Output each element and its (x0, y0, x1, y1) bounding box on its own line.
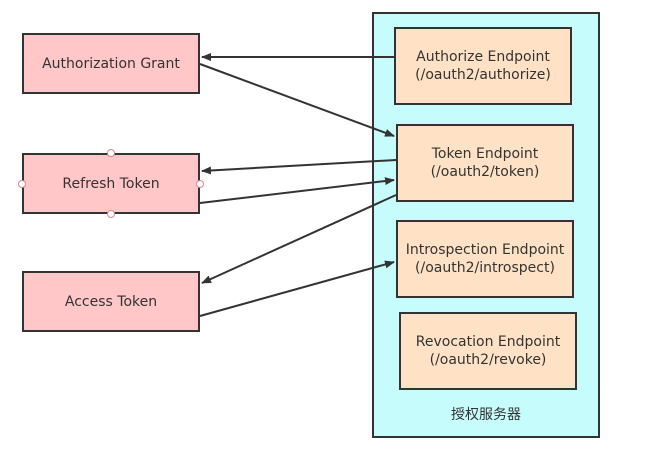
arrow-token-to-access (201, 194, 397, 284)
arrow-refresh-to-token (199, 177, 395, 204)
revocation-endpoint-name: Revocation Endpoint (415, 334, 561, 350)
refresh-token-node[interactable]: Refresh Token (22, 153, 200, 214)
authorize-endpoint-node[interactable]: Authorize Endpoint (/oauth2/authorize) (394, 27, 572, 105)
arrow-token-to-refresh (201, 159, 397, 175)
introspection-endpoint-name: Introspection Endpoint (405, 242, 565, 258)
authorization-server-label: 授权服务器 (451, 407, 521, 423)
introspection-endpoint-node[interactable]: Introspection Endpoint (/oauth2/introspe… (396, 220, 574, 298)
refresh-token-label: Refresh Token (62, 175, 160, 192)
selection-handle-bottom[interactable] (107, 210, 115, 218)
revocation-endpoint-node[interactable]: Revocation Endpoint (/oauth2/revoke) (399, 312, 577, 390)
revocation-endpoint-path: (/oauth2/revoke) (429, 352, 547, 368)
selection-handle-left[interactable] (18, 180, 26, 188)
access-token-node[interactable]: Access Token (22, 271, 200, 332)
arrow-access-to-introspection (199, 260, 395, 317)
authorization-grant-node[interactable]: Authorization Grant (22, 33, 200, 94)
authorize-endpoint-name: Authorize Endpoint (416, 49, 550, 65)
access-token-label: Access Token (64, 293, 158, 310)
token-endpoint-node[interactable]: Token Endpoint (/oauth2/token) (396, 124, 574, 202)
introspection-endpoint-path: (/oauth2/introspect) (415, 260, 555, 276)
selection-handle-right[interactable] (196, 180, 204, 188)
token-endpoint-name: Token Endpoint (431, 146, 539, 162)
arrow-grant-to-token (199, 63, 395, 137)
token-endpoint-path: (/oauth2/token) (430, 164, 540, 180)
authorize-endpoint-path: (/oauth2/authorize) (415, 67, 551, 83)
authorization-grant-label: Authorization Grant (42, 55, 180, 72)
selection-handle-top[interactable] (107, 149, 115, 157)
